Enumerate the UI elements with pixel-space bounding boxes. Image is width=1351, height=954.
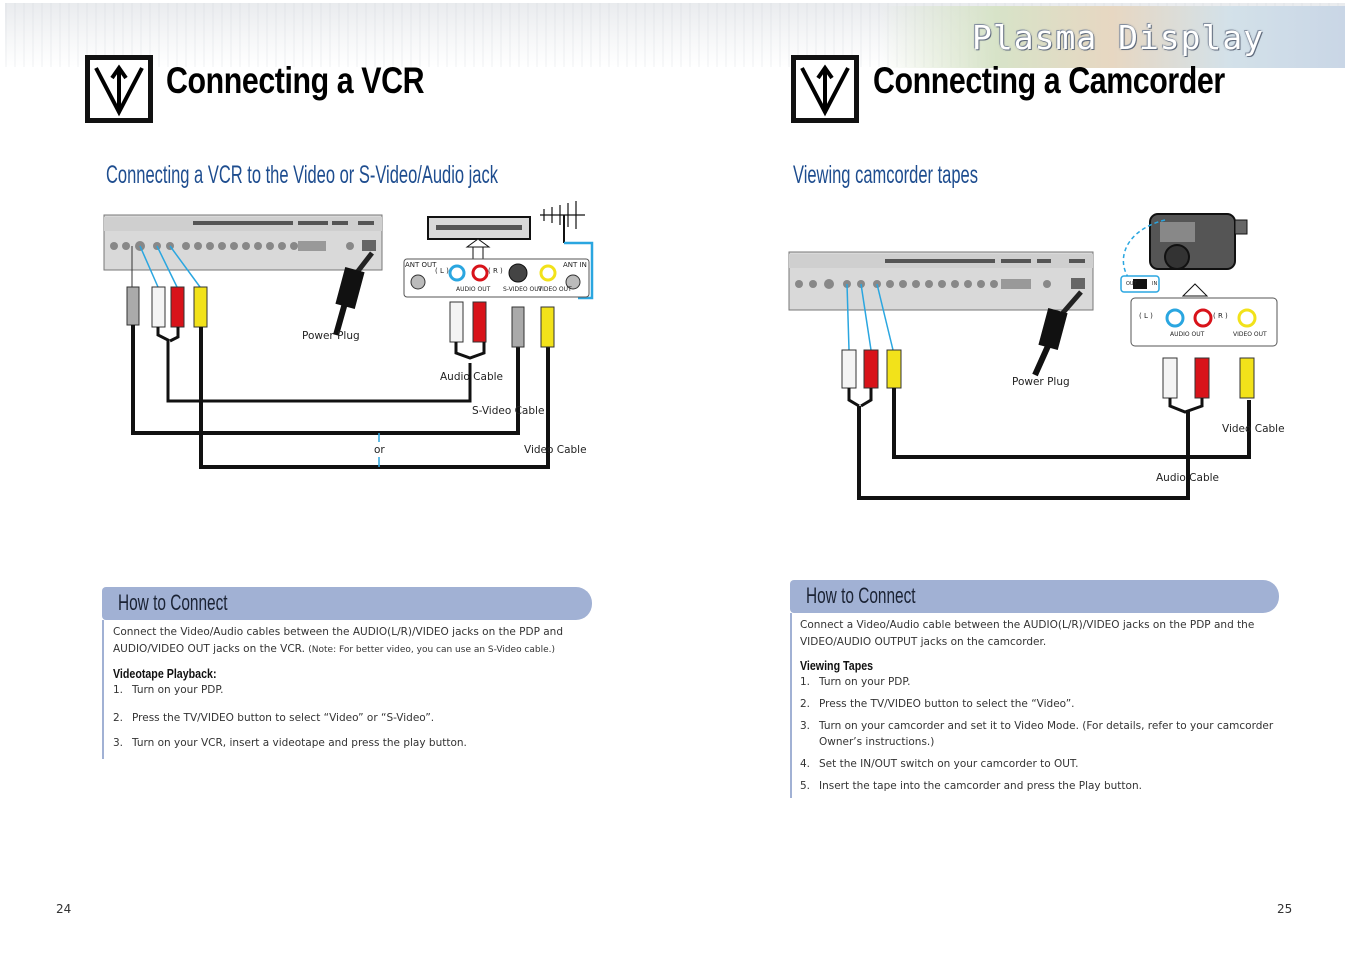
- section-subtitle: Viewing camcorder tapes: [793, 161, 978, 189]
- step-item: 3.Turn on your VCR, insert a videotape a…: [113, 737, 467, 749]
- page-title: Connecting a VCR: [166, 60, 425, 101]
- how-to-connect-intro: Connect the Video/Audio cables between t…: [113, 626, 563, 655]
- in-label: IN: [1152, 281, 1158, 287]
- power-plug-label: Power Plug: [302, 330, 360, 342]
- svideo-note: (Note: For better video, you can use an …: [308, 645, 556, 655]
- audio-cable-label: Audio Cable: [440, 371, 503, 383]
- video-out-label: VIDEO OUT: [1233, 331, 1267, 338]
- how-to-connect-intro: Connect a Video/Audio cable between the …: [800, 619, 1255, 648]
- section-rule: [790, 613, 792, 798]
- section-subtitle: Connecting a VCR to the Video or S-Video…: [106, 161, 498, 189]
- viewing-tapes-heading: Viewing Tapes: [800, 658, 874, 673]
- videotape-playback-heading: Videotape Playback:: [113, 666, 217, 681]
- page-title: Connecting a Camcorder: [873, 60, 1225, 101]
- brand-strip: [880, 6, 1345, 68]
- svideo-out-label: S-VIDEO OUT: [503, 286, 543, 293]
- r-label: ( R ): [1213, 312, 1228, 320]
- out-label: OUT: [1126, 281, 1137, 287]
- audio-out-label: AUDIO OUT: [456, 286, 491, 293]
- audio-cable-label: Audio Cable: [1156, 472, 1219, 484]
- step-item: 1.Turn on your PDP.: [113, 684, 224, 696]
- step-item-continuation: Owner’s instructions.): [819, 736, 935, 748]
- step-item: 1.Turn on your PDP.: [800, 676, 911, 688]
- step-item: 5.Insert the tape into the camcorder and…: [800, 780, 1142, 792]
- brand-logo: Plasma Display: [972, 18, 1265, 57]
- step-item: 3.Turn on your camcorder and set it to V…: [800, 720, 1274, 732]
- connection-icon: [791, 55, 859, 123]
- power-plug-label: Power Plug: [1012, 376, 1070, 388]
- how-to-connect-heading: How to Connect: [806, 583, 916, 608]
- ant-in-label: ANT IN: [563, 261, 587, 269]
- ant-out-label: ANT OUT: [405, 261, 437, 269]
- connection-icon: [85, 55, 153, 123]
- l-label: ( L ): [1139, 312, 1153, 320]
- how-to-connect-heading: How to Connect: [118, 590, 228, 615]
- page-number: 25: [1277, 902, 1293, 916]
- video-out-label: VIDEO OUT: [538, 286, 572, 293]
- section-rule: [102, 620, 104, 759]
- audio-out-label: AUDIO OUT: [1170, 331, 1205, 338]
- how-to-connect-bar: How to Connect: [790, 580, 1279, 613]
- r-label: ( R ): [488, 267, 503, 275]
- or-label: or: [374, 444, 385, 456]
- vcr-connection-diagram: [103, 201, 594, 469]
- step-item: 2.Press the TV/VIDEO button to select “V…: [113, 712, 435, 724]
- video-cable-label: Video Cable: [1222, 423, 1285, 435]
- svideo-cable-label: S-Video Cable: [472, 405, 545, 417]
- camcorder-connection-diagram: [788, 213, 1278, 500]
- l-label: ( L ): [435, 267, 449, 275]
- how-to-connect-bar: How to Connect: [102, 587, 592, 620]
- page-number: 24: [56, 902, 72, 916]
- step-item: 4.Set the IN/OUT switch on your camcorde…: [800, 758, 1079, 770]
- video-cable-label: Video Cable: [524, 444, 587, 456]
- step-item: 2.Press the TV/VIDEO button to select th…: [800, 698, 1075, 710]
